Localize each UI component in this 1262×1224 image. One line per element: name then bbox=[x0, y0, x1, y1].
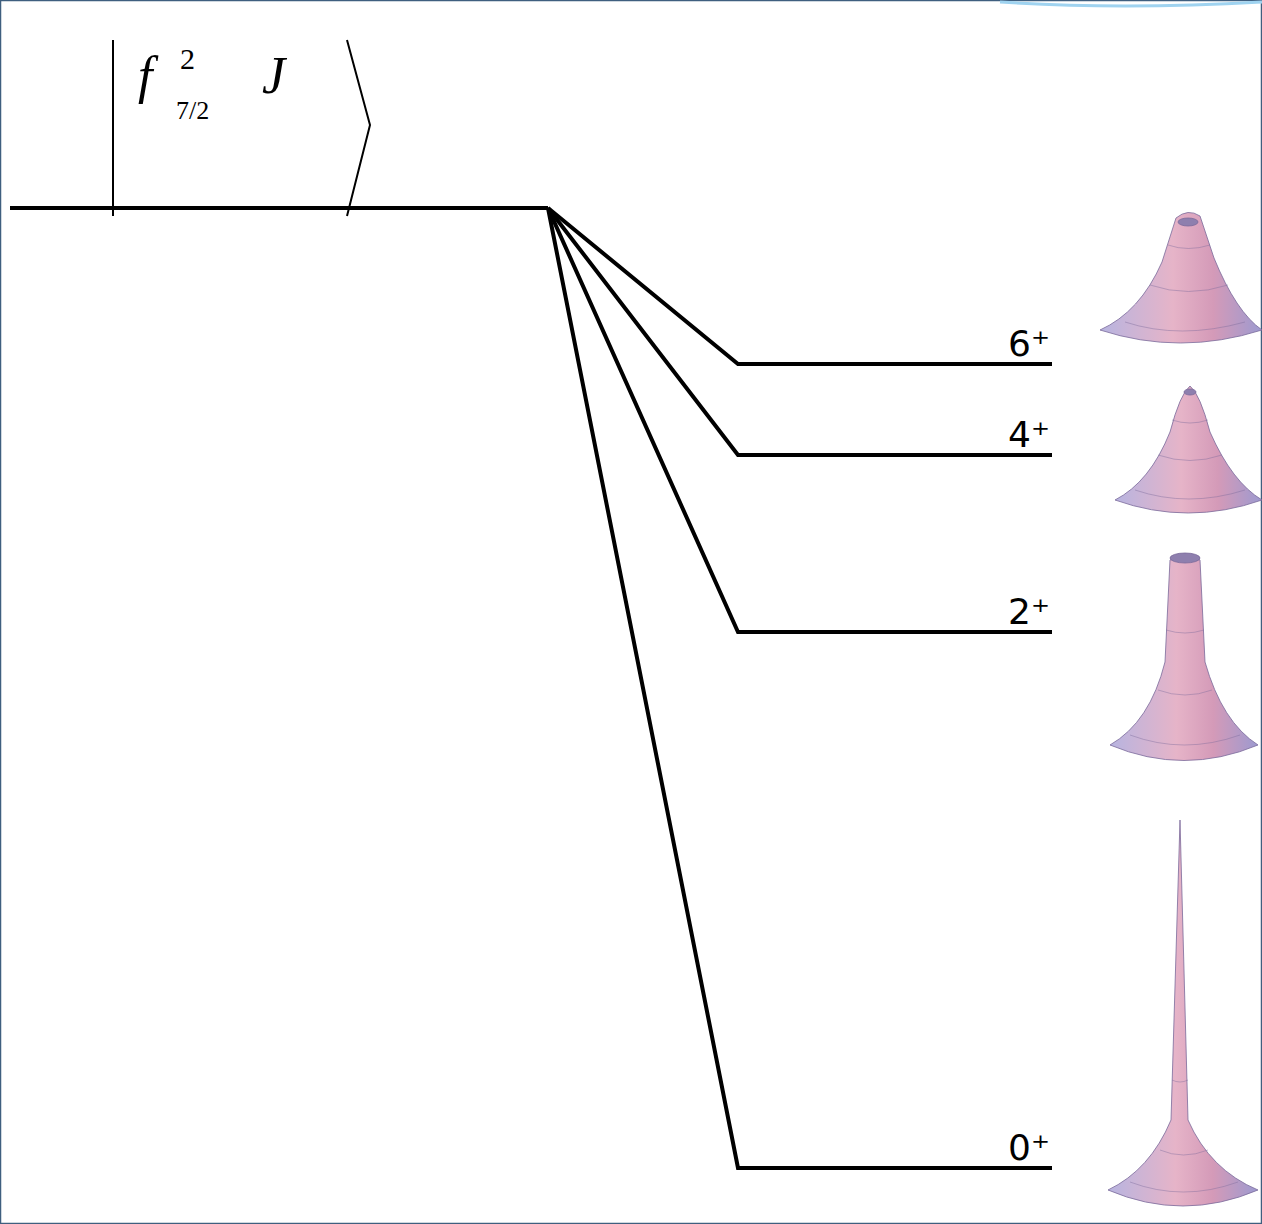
surface-2-crater bbox=[1170, 553, 1200, 563]
ket-symbol: f bbox=[138, 50, 152, 102]
level-4 bbox=[548, 208, 1052, 455]
corner-decoration bbox=[1000, 2, 1262, 6]
level-2 bbox=[548, 208, 1052, 632]
surface-4-dip bbox=[1184, 389, 1196, 395]
ket-quantum-number: J bbox=[262, 50, 285, 102]
ket-subscript: 7/2 bbox=[176, 98, 209, 124]
surface-6-dip bbox=[1178, 218, 1198, 226]
surface-4 bbox=[1115, 386, 1262, 513]
level-6 bbox=[548, 208, 1052, 364]
density-plots bbox=[1100, 212, 1262, 1206]
surface-2 bbox=[1110, 554, 1258, 761]
level-label: 0⁺ bbox=[1008, 1130, 1050, 1166]
splitting-lines bbox=[548, 208, 1052, 1168]
level-label: 4⁺ bbox=[1008, 417, 1050, 453]
level-0 bbox=[548, 208, 1052, 1168]
unperturbed-level bbox=[10, 206, 548, 210]
level-label: 6⁺ bbox=[1008, 326, 1050, 362]
surface-6 bbox=[1100, 212, 1262, 343]
surface-grid bbox=[1125, 245, 1245, 1192]
level-label: 2⁺ bbox=[1008, 594, 1050, 630]
ket-superscript: 2 bbox=[180, 44, 195, 74]
surface-0 bbox=[1108, 820, 1258, 1206]
ket-bracket bbox=[347, 40, 370, 216]
ket-bar bbox=[112, 40, 114, 216]
